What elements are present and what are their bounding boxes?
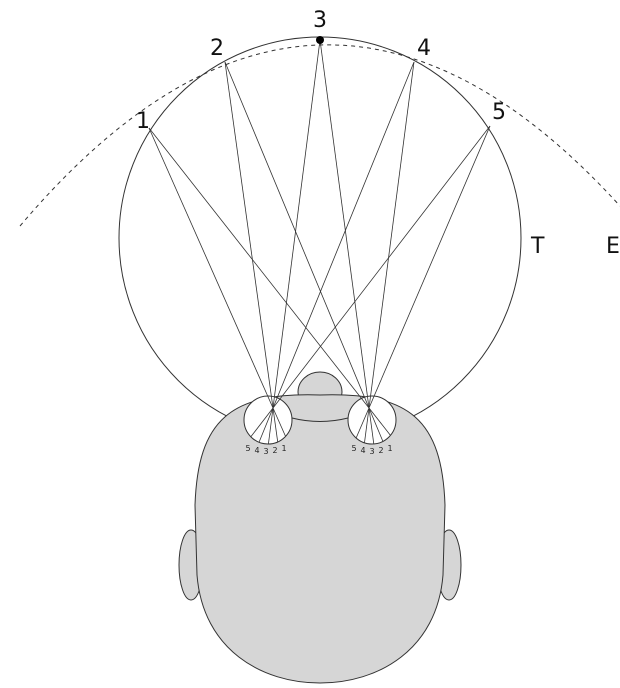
right-eye-label-4: 4 [360,446,365,455]
sight-line-1-left [149,128,273,408]
left-eye-label-2: 2 [272,446,277,455]
left-eye-label-5: 5 [245,444,250,453]
right-eye-label-1: 1 [387,444,392,453]
sight-lines [149,40,490,408]
right-eye-label-5: 5 [351,444,356,453]
left-eye-label-4: 4 [254,446,259,455]
left-eye-label-3: 3 [263,447,268,456]
point-label-1: 1 [136,109,150,134]
sight-line-2-right [225,62,369,408]
sight-line-2-left [225,62,273,408]
point-label-5: 5 [492,100,506,125]
horopter-arc [20,45,620,226]
sight-line-3-left [273,40,320,408]
head-outline [195,395,445,683]
right-eye [348,396,396,444]
sight-line-1-right [149,128,369,408]
point-label-4: 4 [417,36,431,61]
vieth-muller-label: T [530,234,545,259]
point-label-3: 3 [313,8,327,33]
horopter-label: E [606,234,620,259]
sight-line-4-left [273,62,414,408]
sight-line-3-right [320,40,369,408]
fixation-point-3 [316,36,324,44]
head [179,372,461,683]
right-eye-label-3: 3 [369,447,374,456]
left-eye-label-1: 1 [281,444,286,453]
point-label-2: 2 [210,36,224,61]
sight-line-5-left [273,126,490,408]
right-eye-label-2: 2 [378,446,383,455]
